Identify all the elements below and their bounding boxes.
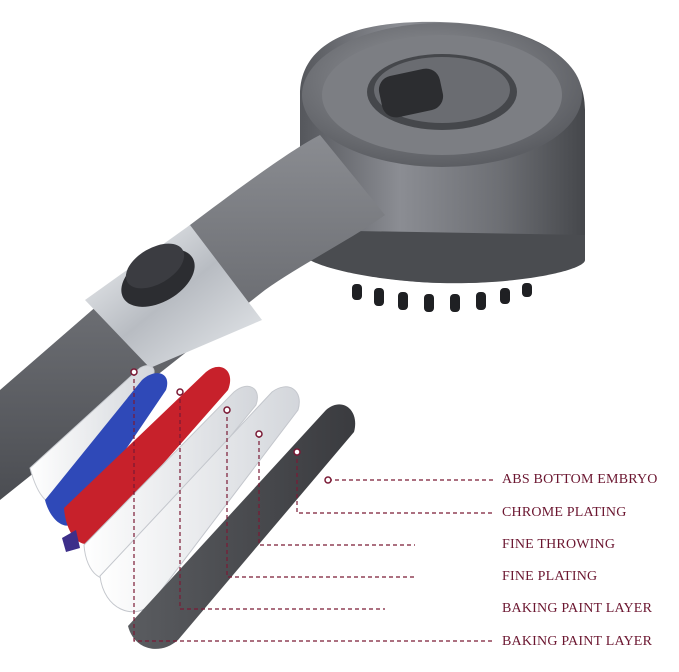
- label-abs-bottom-embryo: ABS BOTTOM EMBRYO: [502, 472, 658, 487]
- shell-blue-edge: [62, 530, 80, 552]
- shell-red: [64, 366, 231, 545]
- leader-dots: [130, 368, 332, 484]
- label-chrome-plating: CHROME PLATING: [502, 505, 627, 520]
- filter-cap-tab: [378, 68, 444, 118]
- label-baking-paint-layer-1: BAKING PAINT LAYER: [502, 601, 653, 616]
- label-fine-plating: FINE PLATING: [502, 569, 598, 584]
- nozzles: [352, 283, 532, 312]
- shell-dark: [128, 404, 356, 649]
- label-baking-paint-layer-2: BAKING PAINT LAYER: [502, 634, 653, 649]
- layer-shells: [29, 365, 356, 649]
- shell-blue: [45, 373, 168, 526]
- label-fine-throwing: FINE THROWING: [502, 537, 616, 552]
- leader-lines: [133, 372, 495, 642]
